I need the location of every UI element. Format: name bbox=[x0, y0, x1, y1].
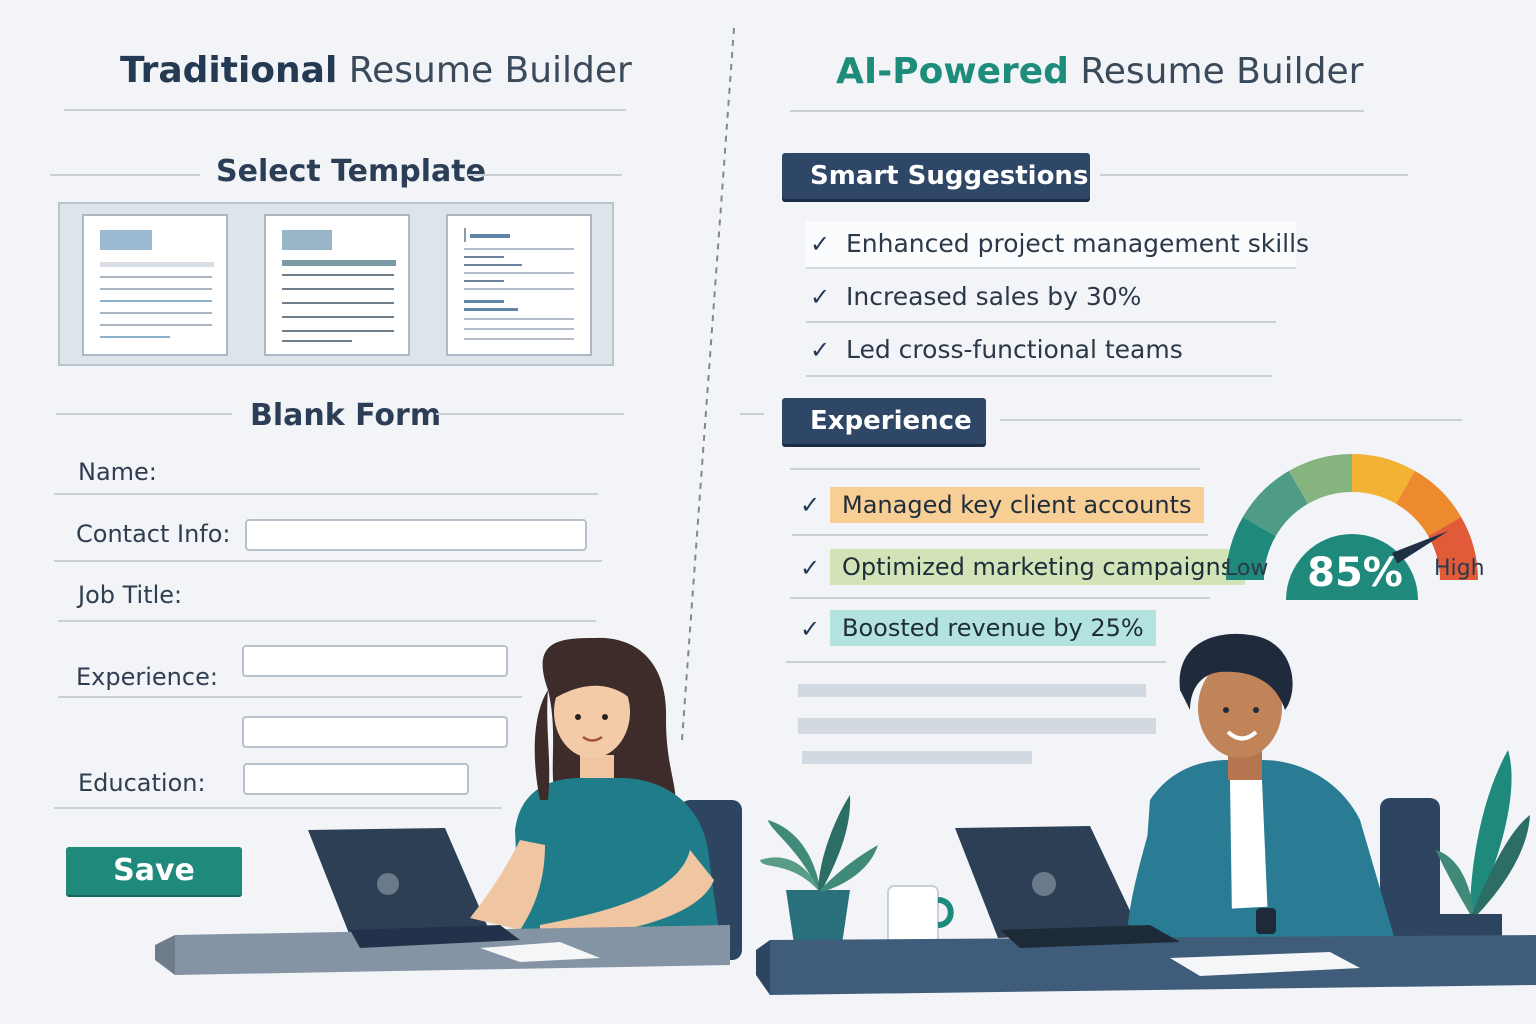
gauge-segment bbox=[1242, 470, 1308, 536]
placeholder-line-1 bbox=[798, 684, 1146, 697]
experience-field-1[interactable] bbox=[242, 645, 508, 677]
experience-item-text: Boosted revenue by 25% bbox=[830, 610, 1156, 646]
check-icon: ✓ bbox=[800, 554, 821, 582]
contact-info-label: Contact Info: bbox=[76, 520, 231, 548]
job-title-underline[interactable] bbox=[58, 620, 596, 622]
experience-header: Experience bbox=[782, 398, 986, 444]
contact-info-field[interactable] bbox=[245, 519, 587, 551]
experience-underline bbox=[58, 696, 522, 698]
experience-item-text: Managed key client accounts bbox=[830, 487, 1204, 523]
check-icon: ✓ bbox=[810, 336, 831, 364]
left-title-rest: Resume Builder bbox=[337, 50, 632, 91]
save-button[interactable]: Save bbox=[66, 847, 242, 895]
gauge-segment bbox=[1396, 470, 1462, 536]
placeholder-line-2 bbox=[798, 718, 1156, 734]
education-field[interactable] bbox=[243, 763, 469, 795]
check-icon: ✓ bbox=[810, 283, 831, 311]
smart-suggestions-rule bbox=[1100, 174, 1408, 176]
template-thumbnail-1[interactable] bbox=[82, 214, 228, 356]
job-title-label: Job Title: bbox=[78, 581, 183, 609]
gauge-segment bbox=[1289, 454, 1352, 504]
check-icon: ✓ bbox=[810, 230, 831, 258]
template-thumbnail-3[interactable] bbox=[446, 214, 592, 356]
left-title-bold: Traditional bbox=[120, 50, 338, 91]
contact-underline bbox=[54, 560, 602, 562]
experience-field-2[interactable] bbox=[242, 716, 508, 748]
placeholder-line-3 bbox=[802, 751, 1032, 764]
blank-form-rule-left bbox=[56, 413, 232, 415]
select-template-rule-right bbox=[468, 174, 622, 176]
suggestion-text: Increased sales by 30% bbox=[846, 282, 1142, 311]
experience-subrule bbox=[790, 468, 1200, 470]
gauge-segment bbox=[1226, 517, 1276, 580]
blank-form-heading: Blank Form bbox=[250, 398, 442, 433]
gauge-needle bbox=[1392, 530, 1449, 564]
suggestion-text: Enhanced project management skills bbox=[846, 229, 1310, 258]
name-underline[interactable] bbox=[54, 493, 598, 495]
left-title: Traditional Resume Builder bbox=[120, 50, 632, 91]
template-thumbnail-2[interactable] bbox=[264, 214, 410, 356]
education-underline bbox=[54, 807, 502, 809]
blank-form-rule-right bbox=[436, 413, 624, 415]
experience-item-text: Optimized marketing campaigns bbox=[830, 549, 1246, 585]
education-label: Education: bbox=[78, 769, 206, 797]
gauge-high-label: High bbox=[1434, 556, 1485, 581]
smart-suggestions-header: Smart Suggestions bbox=[782, 153, 1090, 199]
gauge-segment bbox=[1428, 517, 1478, 580]
suggestion-text: Led cross-functional teams bbox=[846, 335, 1183, 364]
gauge-segment bbox=[1352, 454, 1415, 504]
right-title-bold: AI-Powered bbox=[836, 51, 1069, 92]
experience-label: Experience: bbox=[76, 663, 218, 691]
right-title-rest: Resume Builder bbox=[1068, 51, 1364, 92]
experience-rule-right bbox=[1000, 419, 1462, 421]
experience-rule-left bbox=[740, 413, 764, 415]
select-template-heading: Select Template bbox=[216, 154, 486, 189]
gauge-value: 85% bbox=[1307, 550, 1403, 596]
right-title-rule bbox=[790, 110, 1364, 112]
left-title-rule bbox=[64, 109, 626, 111]
gauge-hub bbox=[1286, 534, 1418, 600]
right-title: AI-Powered Resume Builder bbox=[836, 51, 1363, 92]
check-icon: ✓ bbox=[800, 491, 821, 519]
name-label: Name: bbox=[78, 458, 157, 486]
select-template-rule-left bbox=[50, 174, 200, 176]
check-icon: ✓ bbox=[800, 615, 821, 643]
gauge-low-label: Low bbox=[1225, 556, 1269, 581]
template-gallery bbox=[58, 202, 614, 366]
